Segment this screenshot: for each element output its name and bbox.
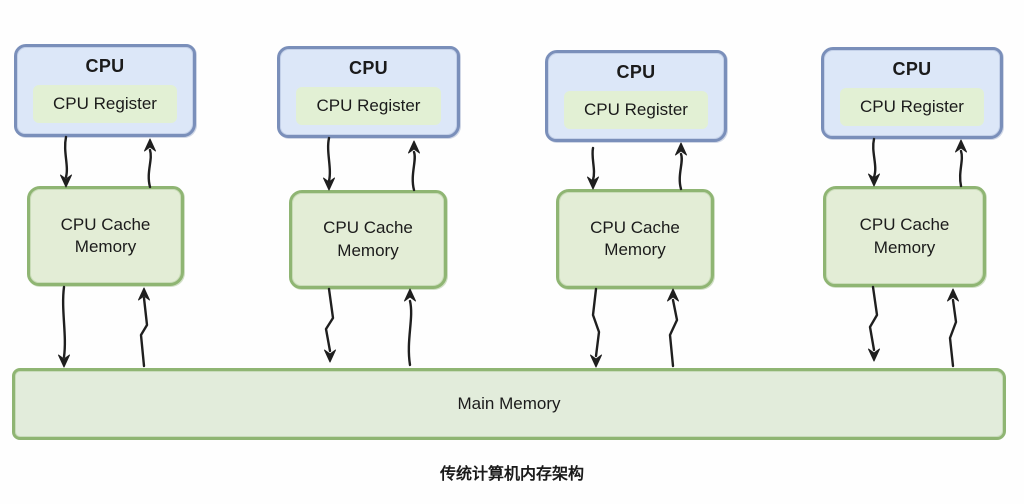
cpu-block-2: CPU CPU Register — [277, 46, 460, 138]
cpu-block-1: CPU CPU Register — [14, 44, 196, 137]
cpu-cache-block-3: CPU Cache Memory — [556, 189, 714, 289]
arrowhead-up-icon — [675, 142, 687, 156]
cpu-cache-block-1: CPU Cache Memory — [27, 186, 184, 286]
arrowhead-up-icon — [955, 139, 967, 153]
cpu-register-block-3: CPU Register — [564, 91, 708, 129]
arrow-down-cpu-to-cache-2 — [326, 136, 332, 183]
arrow-up-memory-to-cache-1 — [139, 296, 149, 368]
cpu-register-label: CPU Register — [860, 97, 964, 116]
arrowhead-down-icon — [868, 348, 880, 362]
arrowhead-down-icon — [587, 176, 599, 190]
arrow-up-cache-to-cpu-1 — [147, 148, 152, 189]
arrowhead-up-icon — [408, 140, 420, 154]
cpu-label: CPU — [616, 62, 656, 82]
arrow-up-cache-to-cpu-2 — [411, 150, 416, 192]
cpu-label: CPU — [349, 58, 388, 78]
arrow-down-cache-to-memory-4 — [868, 285, 879, 352]
cpu-cache-label: CPU Cache Memory — [859, 215, 950, 257]
cpu-cache-label: CPU Cache Memory — [60, 214, 151, 256]
arrow-down-cpu-to-cache-4 — [872, 137, 877, 179]
arrow-down-cpu-to-cache-3 — [591, 146, 596, 182]
arrowhead-up-icon — [138, 287, 150, 301]
cpu-cache-block-2: CPU Cache Memory — [289, 190, 447, 289]
arrowhead-down-icon — [324, 349, 336, 363]
arrow-up-memory-to-cache-4 — [948, 298, 958, 368]
cpu-register-block-2: CPU Register — [296, 87, 441, 125]
cpu-register-label: CPU Register — [316, 96, 421, 115]
cpu-register-label: CPU Register — [584, 100, 688, 119]
arrowhead-up-icon — [947, 288, 959, 302]
cpu-cache-label: CPU Cache Memory — [590, 217, 680, 259]
arrowhead-down-icon — [868, 173, 880, 187]
arrowhead-up-icon — [667, 288, 679, 302]
cpu-block-4: CPU CPU Register — [821, 47, 1003, 139]
arrowhead-down-icon — [590, 354, 602, 368]
cpu-block-3: CPU CPU Register — [545, 50, 727, 142]
cpu-label: CPU — [85, 56, 125, 76]
arrowhead-up-icon — [144, 138, 156, 152]
diagram-caption: 传统计算机内存架构 — [439, 466, 584, 483]
arrow-up-cache-to-cpu-3 — [678, 152, 683, 191]
arrow-down-cache-to-memory-3 — [591, 287, 601, 358]
arrow-down-cpu-to-cache-1 — [63, 135, 69, 179]
arrow-up-cache-to-cpu-4 — [958, 149, 964, 188]
cpu-register-block-4: CPU Register — [840, 88, 984, 126]
arrowhead-down-icon — [323, 177, 335, 191]
arrow-down-cache-to-memory-1 — [61, 285, 67, 359]
cpu-cache-label: CPU Cache Memory — [323, 218, 413, 260]
main-memory-block: Main Memory — [12, 368, 1006, 440]
arrow-up-memory-to-cache-3 — [668, 298, 679, 368]
main-memory-label: Main Memory — [457, 394, 561, 413]
arrow-down-cache-to-memory-2 — [324, 287, 335, 353]
cpu-label: CPU — [892, 59, 932, 79]
arrowhead-down-icon — [58, 354, 70, 368]
cpu-register-block-1: CPU Register — [33, 85, 177, 123]
cpu-register-label: CPU Register — [53, 94, 157, 113]
cpu-cache-block-4: CPU Cache Memory — [823, 186, 986, 287]
arrow-up-memory-to-cache-2 — [407, 299, 413, 367]
arrowhead-up-icon — [404, 288, 416, 302]
